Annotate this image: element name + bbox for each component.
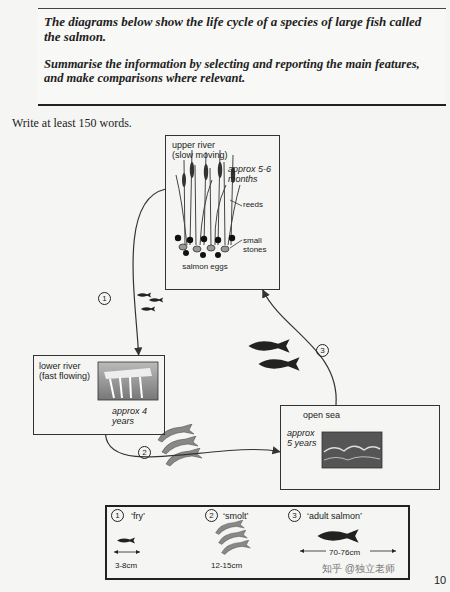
instruction-note: Write at least 150 words. — [12, 116, 212, 131]
node-text: approx 5-6 months — [228, 164, 278, 185]
stage-box: lower river (fast flowing) approx 4 years — [33, 355, 165, 435]
node-text: 70-76cm — [329, 548, 373, 557]
cycle-arrow — [263, 290, 336, 405]
part-label: small stones — [243, 236, 279, 254]
key-smolt-icon — [216, 520, 251, 554]
waterfall-image — [98, 362, 158, 400]
cycle-arrow — [133, 189, 165, 355]
node-text: ‘smolt’ — [223, 511, 283, 521]
instruction-box: The diagrams below show the life cycle o… — [38, 8, 446, 106]
key-fry-icon — [114, 538, 140, 555]
callout-number: 3 — [288, 509, 301, 522]
leader-lines — [230, 200, 242, 248]
node-text: ‘adult salmon’ — [307, 511, 397, 521]
salmon-eggs — [175, 235, 235, 258]
callout-number: 2 — [138, 446, 151, 459]
node-text: ‘fry’ — [131, 511, 191, 521]
reed-heads — [182, 162, 235, 187]
callout-number: 1 — [111, 509, 124, 522]
node-text: approx 4 years — [112, 406, 152, 427]
part-label: reeds — [243, 200, 279, 209]
callout-number: 1 — [98, 292, 111, 305]
cycle-arrow — [106, 435, 280, 457]
node-text: The diagrams below show the life cycle o… — [44, 15, 440, 45]
watermark: 知乎 @独立老师 — [322, 562, 432, 576]
page-number: 10 — [434, 574, 450, 586]
part-label: salmon eggs — [182, 262, 228, 271]
stage-box: open sea approx 5 years — [280, 405, 440, 490]
fry-fish — [137, 293, 163, 312]
node-text: Summarise the information by selecting a… — [44, 57, 440, 86]
node-text: lower river (fast flowing) — [39, 361, 99, 382]
node-text: upper river (slow moving) — [172, 140, 234, 161]
node-text: approx 5 years — [287, 428, 321, 449]
node-text: open sea — [303, 410, 383, 420]
node-text: 3-8cm — [115, 561, 165, 570]
callout-number: 3 — [316, 344, 329, 357]
node-text: 12-15cm — [211, 561, 261, 570]
sea-image — [322, 432, 382, 468]
callout-number: 2 — [205, 509, 218, 522]
adult-salmon-fish — [248, 339, 299, 371]
